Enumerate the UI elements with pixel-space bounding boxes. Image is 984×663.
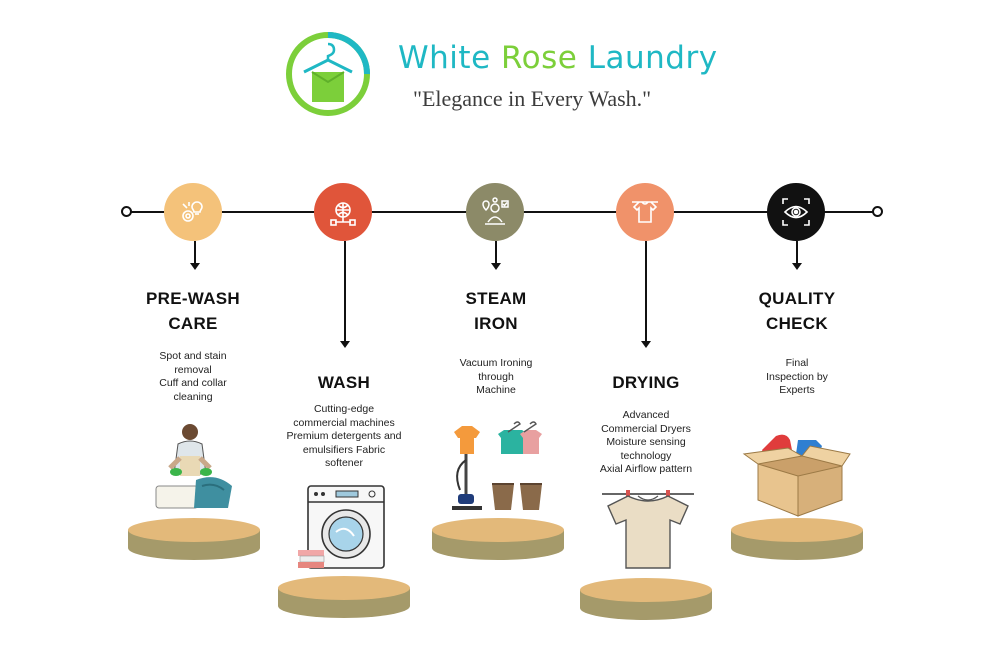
arrow-prewash [190,263,200,270]
podium-steam-iron [432,518,564,560]
shirt-clothesline-icon [632,201,658,223]
logo-hanger-icon [286,32,370,116]
connector-steam-iron [495,241,497,263]
stage-circle-steam-iron [466,183,524,241]
timeline-start-dot [121,206,132,217]
connector-drying [645,241,647,341]
steam-iron-station-icon [452,421,542,510]
washing-machine-icon [298,485,385,569]
tshirt-on-line-icon [602,490,694,569]
eye-focus-icon [782,198,810,226]
timeline-end-dot [872,206,883,217]
stage-circle-prewash [164,183,222,241]
connector-quality-check [796,241,798,263]
arrow-steam-iron [491,263,501,270]
brand-name: White Rose Laundry [398,40,718,76]
globe-network-icon [330,202,356,226]
brand-tagline: "Elegance in Every Wash." [413,86,652,111]
podium-prewash [128,518,260,560]
stage-circle-wash [314,183,372,241]
arrow-drying [641,341,651,348]
connector-wash [344,241,346,341]
stage-circle-quality-check [767,183,825,241]
gears-lightbulb-icon [182,201,203,222]
connector-prewash [194,241,196,263]
stage-title-drying: DRYING [612,373,680,392]
person-handwashing-icon [155,424,232,509]
stage-circle-drying [616,183,674,241]
arrow-wash [340,341,350,348]
arrow-quality-check [792,263,802,270]
clothes-box-icon [742,434,851,517]
podium-drying [580,578,712,620]
podium-quality-check [731,518,863,560]
worker-settings-icon [482,197,509,225]
podium-wash [278,576,410,618]
stage-title-wash: WASH [317,373,371,392]
